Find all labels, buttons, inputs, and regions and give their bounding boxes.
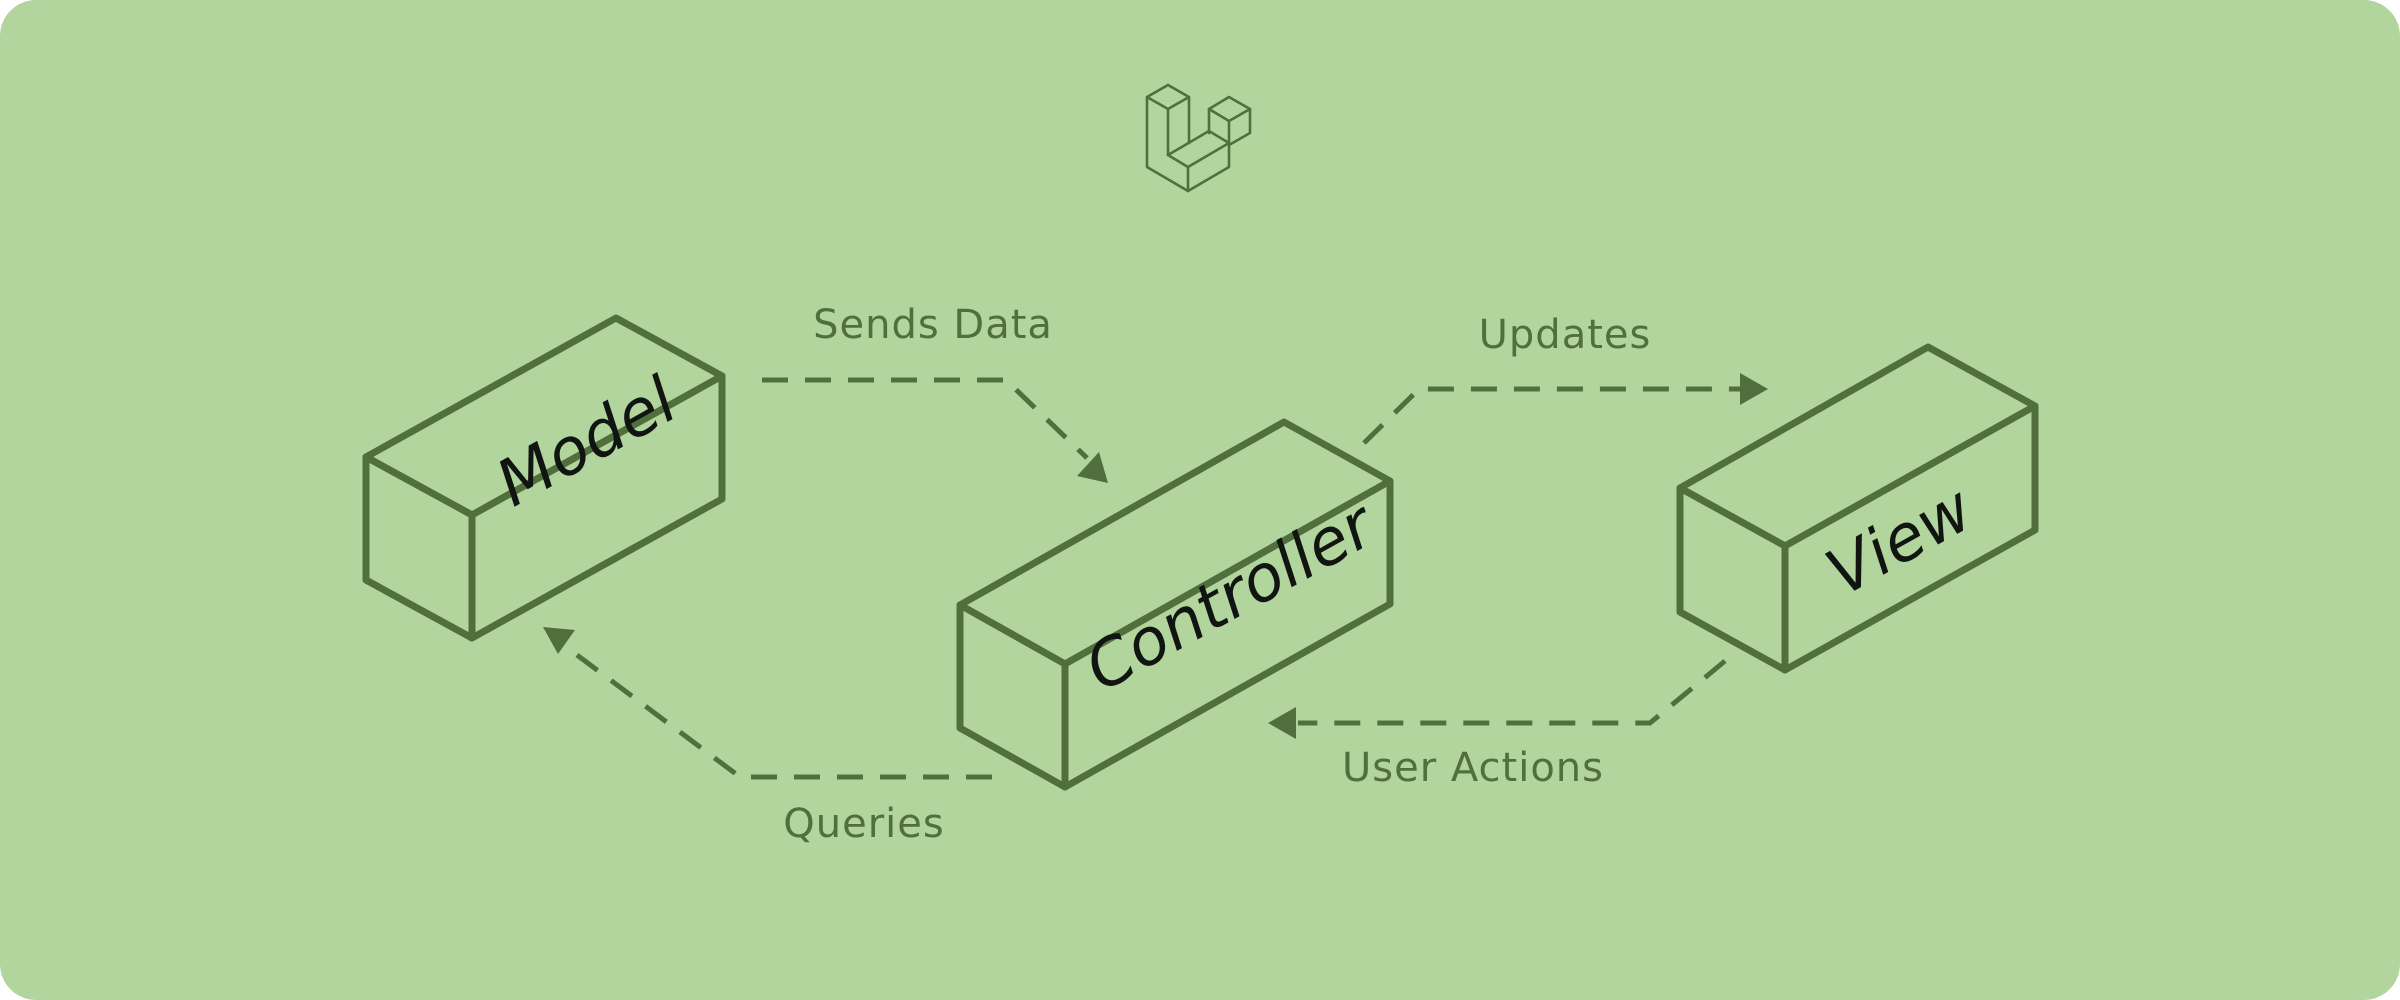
queries-arrow — [543, 627, 992, 780]
controller-box-front-face — [1061, 477, 1394, 791]
user-actions-line — [1298, 659, 1727, 726]
updates-arrowhead — [1740, 373, 1768, 405]
updates-arrow — [1362, 373, 1768, 445]
sends-data-arrow — [762, 377, 1108, 483]
user-actions-label: User Actions — [1342, 745, 1604, 791]
model-box-front-face — [468, 372, 726, 642]
user-actions-arrow — [1268, 659, 1727, 739]
sends-data-arrowhead — [1077, 452, 1108, 483]
queries-label: Queries — [783, 801, 944, 847]
model-box: Model — [362, 314, 726, 642]
queries-arrowhead — [543, 627, 575, 654]
sends-data-line — [762, 377, 1089, 460]
updates-line — [1362, 386, 1740, 445]
view-box-front-face — [1781, 402, 2039, 674]
laravel-logo-icon — [1145, 83, 1252, 193]
view-box: View — [1676, 343, 2039, 674]
user-actions-arrowhead — [1268, 707, 1296, 739]
sends-data-label: Sends Data — [813, 302, 1053, 348]
updates-label: Updates — [1479, 312, 1652, 358]
controller-box: Controller — [956, 418, 1394, 791]
queries-line — [575, 652, 992, 780]
